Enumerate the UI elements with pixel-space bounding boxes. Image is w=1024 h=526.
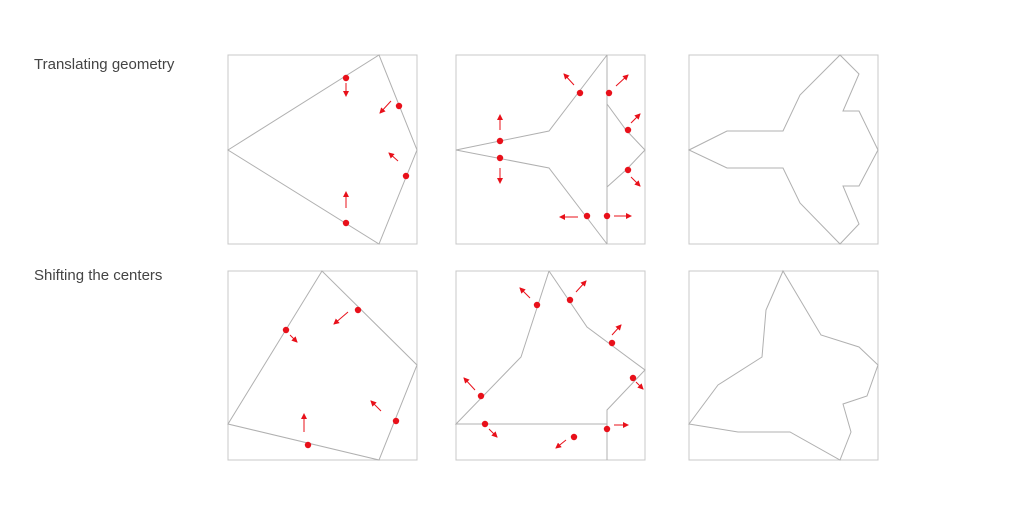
- moving-point: [624, 113, 641, 134]
- cell-edges: [454, 270, 646, 460]
- moving-point: [603, 212, 632, 220]
- panel-shift-3: [688, 269, 879, 461]
- cell-edges: [227, 54, 418, 245]
- moving-point: [629, 374, 644, 390]
- moving-point: [605, 74, 629, 97]
- panel-shift-1: [227, 270, 418, 461]
- panel-frame: [688, 54, 879, 245]
- merged-shape: [687, 54, 879, 245]
- moving-point: [608, 324, 622, 347]
- moving-point: [301, 413, 312, 449]
- moving-point: [463, 377, 485, 400]
- row-label-translating-geometry: Translating geometry: [34, 56, 175, 73]
- moving-point: [555, 433, 578, 449]
- panel-frame: [227, 54, 418, 245]
- moving-point: [563, 73, 584, 97]
- moving-point: [603, 422, 629, 433]
- moving-point: [496, 114, 504, 145]
- moving-point: [282, 326, 298, 343]
- moving-point: [624, 166, 641, 187]
- moving-point: [342, 74, 350, 97]
- moving-point: [333, 306, 362, 325]
- moving-point: [559, 212, 591, 220]
- moving-point: [388, 152, 410, 180]
- panel-translate-3: [687, 54, 879, 245]
- panel-frame: [227, 270, 418, 461]
- panel-frame: [455, 270, 646, 461]
- row-label-shifting-centers: Shifting the centers: [34, 267, 163, 284]
- merged-shape: [688, 269, 879, 461]
- moving-point: [496, 154, 504, 184]
- panel-translate-1: [227, 54, 418, 245]
- cell-edges: [227, 270, 418, 461]
- cell-edges: [455, 54, 646, 245]
- moving-point: [379, 100, 403, 114]
- moving-point: [519, 287, 541, 309]
- panel-shift-2: [454, 270, 646, 461]
- moving-point: [342, 191, 350, 227]
- moving-point: [370, 400, 400, 425]
- panel-translate-2: [455, 54, 646, 245]
- moving-point: [481, 420, 498, 438]
- moving-point: [566, 280, 587, 304]
